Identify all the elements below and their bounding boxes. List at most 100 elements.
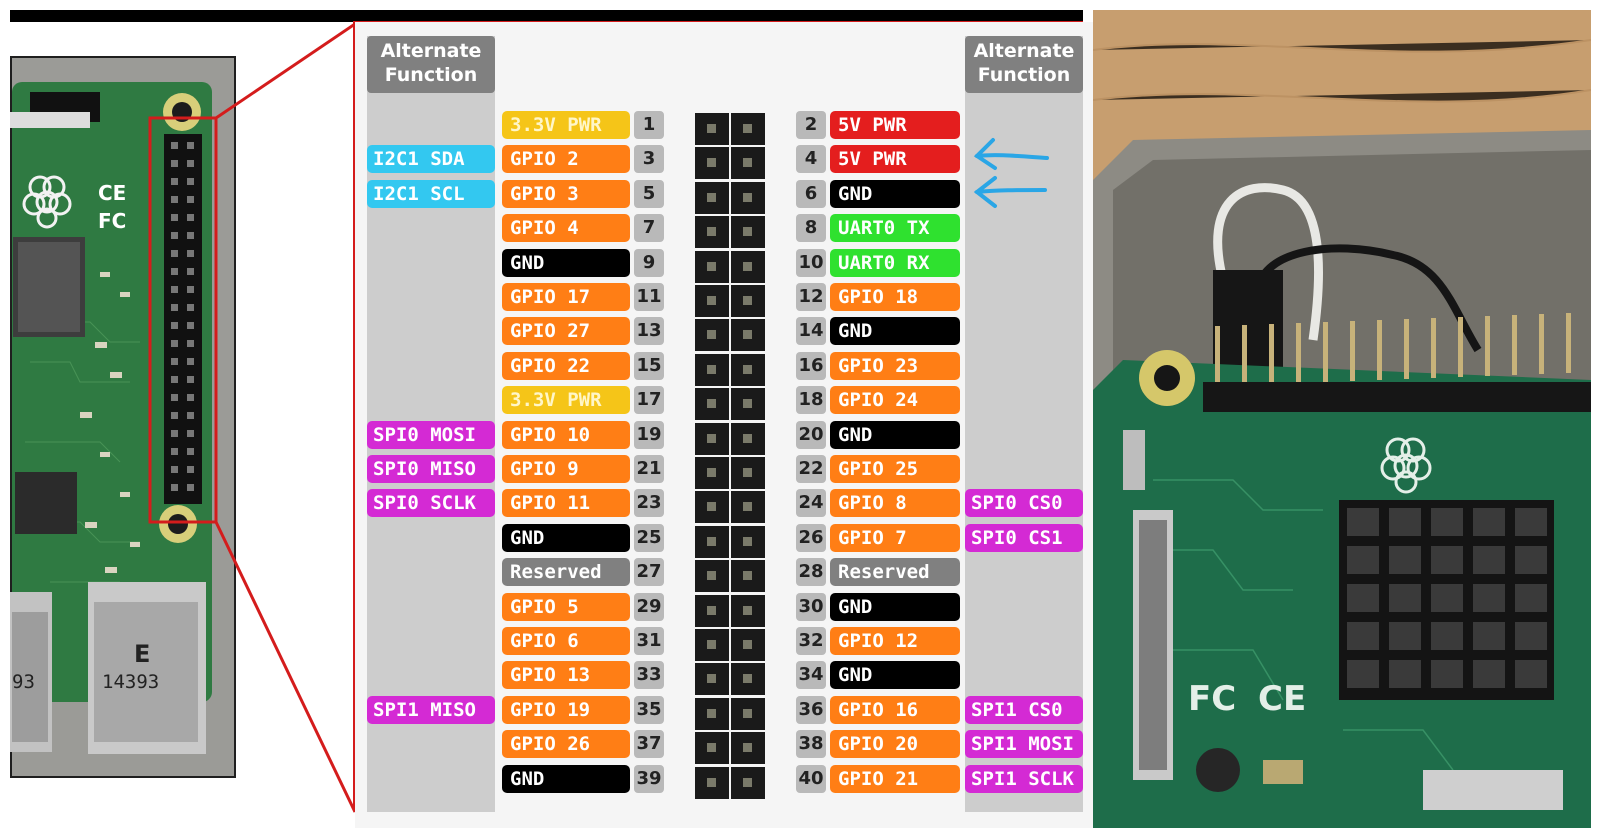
header-pin (171, 142, 178, 149)
pin-number-right: 20 (796, 421, 826, 449)
pin-label-right: UART0 TX (830, 214, 960, 242)
header-pin-column (695, 112, 767, 820)
pin-number-left: 13 (634, 317, 664, 345)
pin-number-left: 35 (634, 696, 664, 724)
pin-label-right: GPIO 25 (830, 455, 960, 483)
alt-function-left: I2C1 SCL (367, 180, 495, 208)
pin-label-left: GPIO 2 (502, 145, 630, 173)
alt-function-left: SPI0 MISO (367, 455, 495, 483)
pin-number-left: 27 (634, 558, 664, 586)
pinout-diagram: Alternate Function Alternate Function 3.… (355, 22, 1105, 828)
pin-number-left: 31 (634, 627, 664, 655)
pin-label-left: GPIO 9 (502, 455, 630, 483)
pin-number-right: 6 (796, 180, 826, 208)
header-pin (695, 629, 729, 661)
pin-number-right: 28 (796, 558, 826, 586)
heatsink-fin (1347, 584, 1379, 612)
svg-text:FC: FC (1188, 679, 1236, 719)
pin-label-left: GND (502, 765, 630, 793)
header-pin (695, 698, 729, 730)
header-pin (171, 376, 178, 383)
case-photo: FC CE (1093, 10, 1591, 828)
header-pin (731, 319, 765, 351)
header-pin (695, 147, 729, 179)
pin-number-left: 25 (634, 524, 664, 552)
pin-label-right: 5V PWR (830, 111, 960, 139)
pin-contact (707, 502, 716, 511)
pin-label-left: GPIO 19 (502, 696, 630, 724)
pin-number-left: 39 (634, 765, 664, 793)
pin-label-right: GND (830, 661, 960, 689)
heatsink-fin (1347, 622, 1379, 650)
pin-label-left: GPIO 11 (502, 489, 630, 517)
header-pin (187, 232, 194, 239)
pin-number-right: 12 (796, 283, 826, 311)
pin-number-right: 34 (796, 661, 826, 689)
pin-contact (743, 193, 752, 202)
header-pin (731, 251, 765, 283)
pin-number-right: 8 (796, 214, 826, 242)
header-pin (171, 196, 178, 203)
header-pin (731, 147, 765, 179)
header-pin (171, 322, 178, 329)
pin-contact (743, 330, 752, 339)
header-pin (1431, 318, 1436, 378)
pin-contact (707, 778, 716, 787)
pin-contact (707, 606, 716, 615)
alt-function-right: SPI1 SCLK (965, 765, 1083, 793)
pin-label-right: GPIO 18 (830, 283, 960, 311)
pin-label-left: GPIO 4 (502, 214, 630, 242)
header-pin (1215, 326, 1220, 386)
heatsink-fin (1389, 660, 1421, 688)
highlight-box (148, 116, 218, 524)
header-pin (171, 160, 178, 167)
header-pin (171, 304, 178, 311)
header-pin (187, 448, 194, 455)
header-pin (695, 732, 729, 764)
heatsink-fin (1389, 584, 1421, 612)
pin-number-left: 29 (634, 593, 664, 621)
pin-contact (707, 640, 716, 649)
pin-number-right: 32 (796, 627, 826, 655)
pin-number-left: 9 (634, 249, 664, 277)
pin-contact (743, 296, 752, 305)
black-wire (1254, 244, 1482, 353)
header-pin (695, 595, 729, 627)
pin-label-right: UART0 RX (830, 249, 960, 277)
pin-label-left: GPIO 26 (502, 730, 630, 758)
arrow-icon (973, 138, 1049, 208)
header-pin (731, 182, 765, 214)
pin-number-left: 33 (634, 661, 664, 689)
pin-label-right: GND (830, 421, 960, 449)
pin-label-right: GPIO 7 (830, 524, 960, 552)
pin-contact (743, 262, 752, 271)
heatsink-fin (1389, 508, 1421, 536)
header-pin (187, 250, 194, 257)
pin-number-left: 7 (634, 214, 664, 242)
header-pin (187, 178, 194, 185)
header-pin (731, 388, 765, 420)
header-pin (187, 340, 194, 347)
heatsink-fin (1473, 622, 1505, 650)
header-pin (1485, 316, 1490, 376)
raspberry-logo-icon (22, 175, 72, 229)
header-pin (171, 340, 178, 347)
top-bar (10, 10, 1083, 22)
header-pin (187, 322, 194, 329)
gpio-header (164, 134, 202, 504)
alt-function-left: SPI1 MISO (367, 696, 495, 724)
heatsink-fin (1431, 546, 1463, 574)
pin-contact (707, 330, 716, 339)
pin-number-left: 17 (634, 386, 664, 414)
header-pin (695, 216, 729, 248)
pin-number-left: 21 (634, 455, 664, 483)
heatsink-fin (1473, 584, 1505, 612)
header-pin (171, 214, 178, 221)
pin-contact (743, 468, 752, 477)
pin-label-left: GPIO 17 (502, 283, 630, 311)
pin-contact (743, 709, 752, 718)
header-pin (731, 457, 765, 489)
svg-text:FC: FC (98, 209, 126, 233)
header-pin (731, 629, 765, 661)
header-pin (187, 412, 194, 419)
